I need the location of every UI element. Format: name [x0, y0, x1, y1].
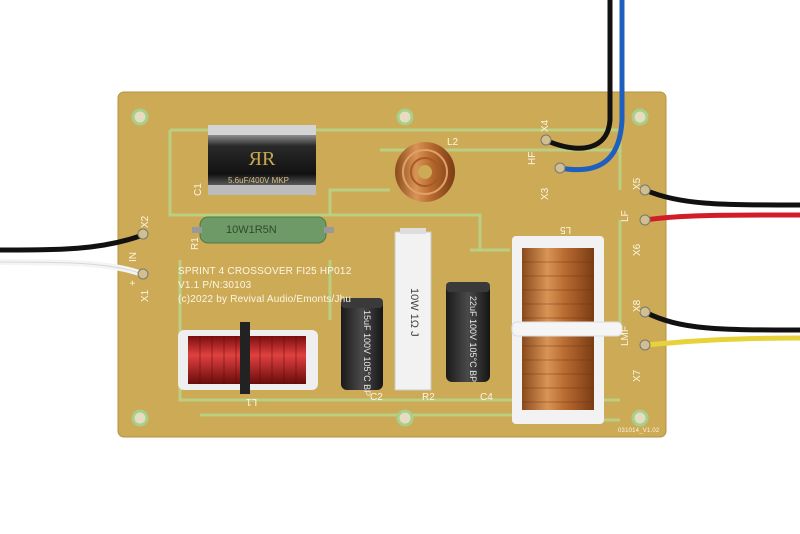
- c4-print: 22uF 100V 105°C BP: [468, 296, 478, 383]
- c1-print: 5.6uF/400V MKP: [228, 176, 289, 185]
- lmf-wires: [639, 306, 800, 351]
- r2-print: 10W 1Ω J: [408, 288, 420, 337]
- c1-capacitor: ЯR: [208, 125, 316, 195]
- board-copyright: (c)2022 by Revival Audio/Emonts/Jhu: [178, 294, 352, 305]
- label-c4: C4: [480, 392, 493, 403]
- label-l1: L1: [246, 396, 258, 407]
- l1-coil-red: [178, 322, 318, 394]
- terminal-x3: X3: [540, 187, 551, 200]
- terminal-hf: HF: [527, 151, 538, 165]
- terminal-x4: X4: [540, 119, 551, 132]
- label-c2: C2: [370, 392, 383, 403]
- c4-capacitor: [446, 282, 490, 382]
- c2-print: 15uF 100V 105°C BP: [362, 310, 372, 397]
- label-l2: L2: [447, 137, 459, 148]
- terminal-lf: LF: [620, 210, 631, 222]
- c2-capacitor: [341, 298, 383, 390]
- r1-print: 10W1R5N: [226, 224, 277, 236]
- terminal-x8: X8: [632, 299, 643, 312]
- l5-coil-large: [511, 236, 623, 424]
- board-title: SPRINT 4 CROSSOVER FI25 HP012: [178, 266, 352, 277]
- hf-wires: [540, 0, 625, 174]
- label-r2: R2: [422, 392, 435, 403]
- r1-resistor: [192, 216, 334, 244]
- terminal-x2: X2: [140, 215, 151, 228]
- l2-coil-small: [395, 142, 455, 202]
- terminal-x1: X1: [140, 289, 151, 302]
- terminal-x7: X7: [632, 369, 643, 382]
- svg-text:ЯR: ЯR: [249, 148, 276, 170]
- mounting-holes: [131, 108, 649, 427]
- terminal-in: IN: [128, 252, 139, 262]
- lf-wires: [639, 184, 800, 226]
- label-l5: L5: [560, 224, 572, 235]
- terminal-in-plus: +: [128, 280, 139, 286]
- terminal-lmf: LMF: [620, 326, 631, 346]
- input-wires: [0, 228, 149, 280]
- label-r1: R1: [190, 237, 201, 250]
- board-code: 031014_V1.02: [618, 428, 660, 434]
- r2-resistor: [394, 228, 432, 391]
- board-version: V1.1 P/N:30103: [178, 280, 252, 291]
- label-c1: C1: [193, 183, 204, 196]
- terminal-x5: X5: [632, 177, 643, 190]
- terminal-x6: X6: [632, 243, 643, 256]
